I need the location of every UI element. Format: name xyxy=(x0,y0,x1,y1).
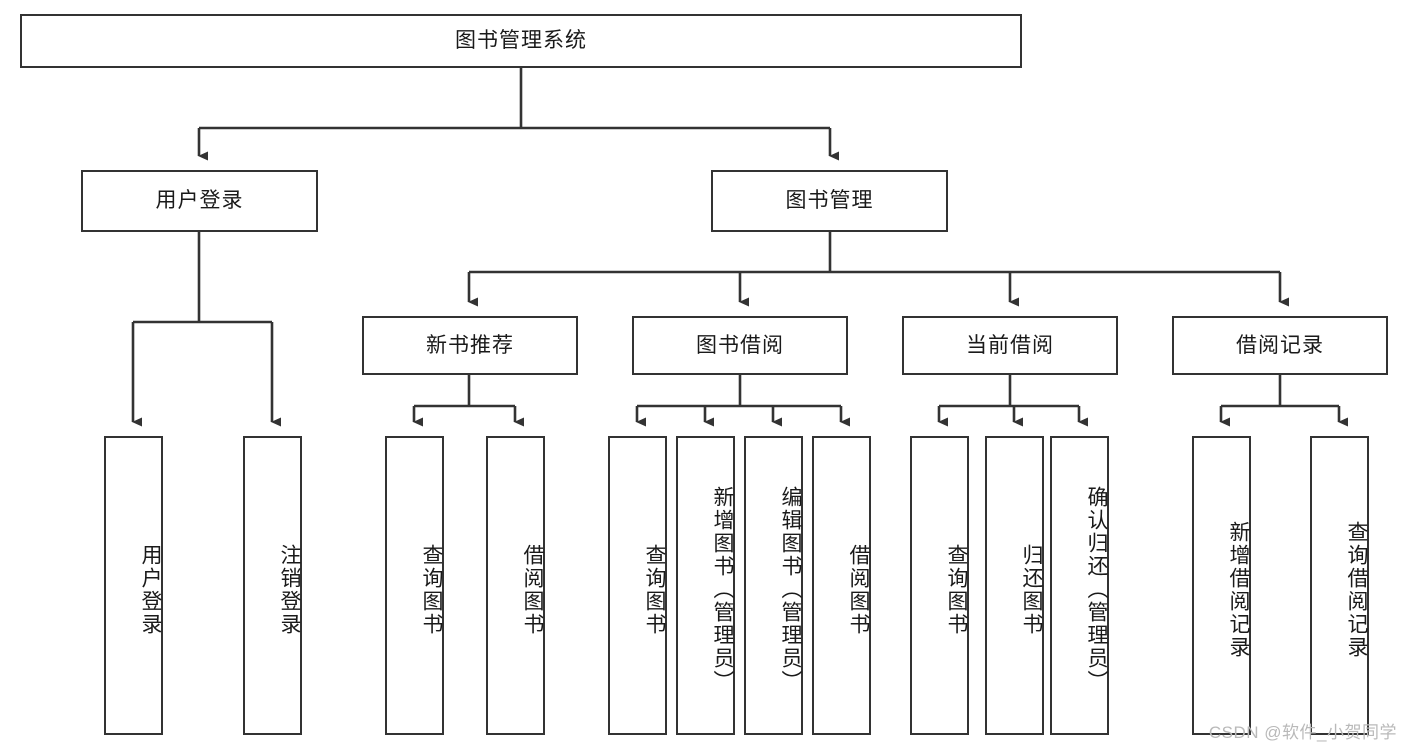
node-leaf-bb-edit-book[interactable]: 编辑图书（管理员） xyxy=(744,436,803,735)
node-label: 借阅图书 xyxy=(847,543,870,636)
node-label: 用户登录 xyxy=(155,189,244,213)
node-label: 图书借阅 xyxy=(696,333,784,357)
node-label: 查询图书 xyxy=(945,543,968,636)
node-label: 新书推荐 xyxy=(426,333,514,357)
node-label: 借阅记录 xyxy=(1236,333,1324,357)
node-label: 归还图书 xyxy=(1020,543,1043,636)
node-current-borrow[interactable]: 当前借阅 xyxy=(902,316,1118,375)
node-label: 用户登录 xyxy=(139,543,162,636)
node-leaf-nb-query-book[interactable]: 查询图书 xyxy=(385,436,444,735)
node-leaf-bb-query-book[interactable]: 查询图书 xyxy=(608,436,667,735)
node-root-system[interactable]: 图书管理系统 xyxy=(20,14,1022,68)
node-book-management[interactable]: 图书管理 xyxy=(711,170,948,232)
node-label: 借阅图书 xyxy=(521,543,544,636)
node-leaf-br-add-record[interactable]: 新增借阅记录 xyxy=(1192,436,1251,735)
node-label: 新增借阅记录 xyxy=(1227,520,1250,659)
node-leaf-cb-return-book[interactable]: 归还图书 xyxy=(985,436,1044,735)
node-label: 注销登录 xyxy=(278,543,301,636)
node-borrow-record[interactable]: 借阅记录 xyxy=(1172,316,1388,375)
node-leaf-user-login[interactable]: 用户登录 xyxy=(104,436,163,735)
node-label: 图书管理 xyxy=(785,189,874,213)
node-label: 查询图书 xyxy=(420,543,443,636)
node-leaf-bb-add-book[interactable]: 新增图书（管理员） xyxy=(676,436,735,735)
watermark-text: CSDN @软件_小贺同学 xyxy=(1208,723,1397,742)
node-leaf-cb-confirm-return[interactable]: 确认归还（管理员） xyxy=(1050,436,1109,735)
node-book-borrow[interactable]: 图书借阅 xyxy=(632,316,848,375)
node-leaf-nb-borrow-book[interactable]: 借阅图书 xyxy=(486,436,545,735)
node-label: 编辑图书（管理员） xyxy=(779,486,802,693)
node-leaf-user-logout[interactable]: 注销登录 xyxy=(243,436,302,735)
node-new-book-recommendation[interactable]: 新书推荐 xyxy=(362,316,578,375)
node-label: 查询图书 xyxy=(643,543,666,636)
node-user-login[interactable]: 用户登录 xyxy=(81,170,318,232)
node-label: 新增图书（管理员） xyxy=(711,486,734,693)
node-leaf-cb-query-book[interactable]: 查询图书 xyxy=(910,436,969,735)
node-leaf-bb-borrow-book[interactable]: 借阅图书 xyxy=(812,436,871,735)
node-label: 当前借阅 xyxy=(966,333,1054,357)
node-label: 查询借阅记录 xyxy=(1345,520,1368,659)
node-label: 图书管理系统 xyxy=(455,29,587,53)
node-label: 确认归还（管理员） xyxy=(1085,486,1108,693)
node-leaf-br-query-record[interactable]: 查询借阅记录 xyxy=(1310,436,1369,735)
